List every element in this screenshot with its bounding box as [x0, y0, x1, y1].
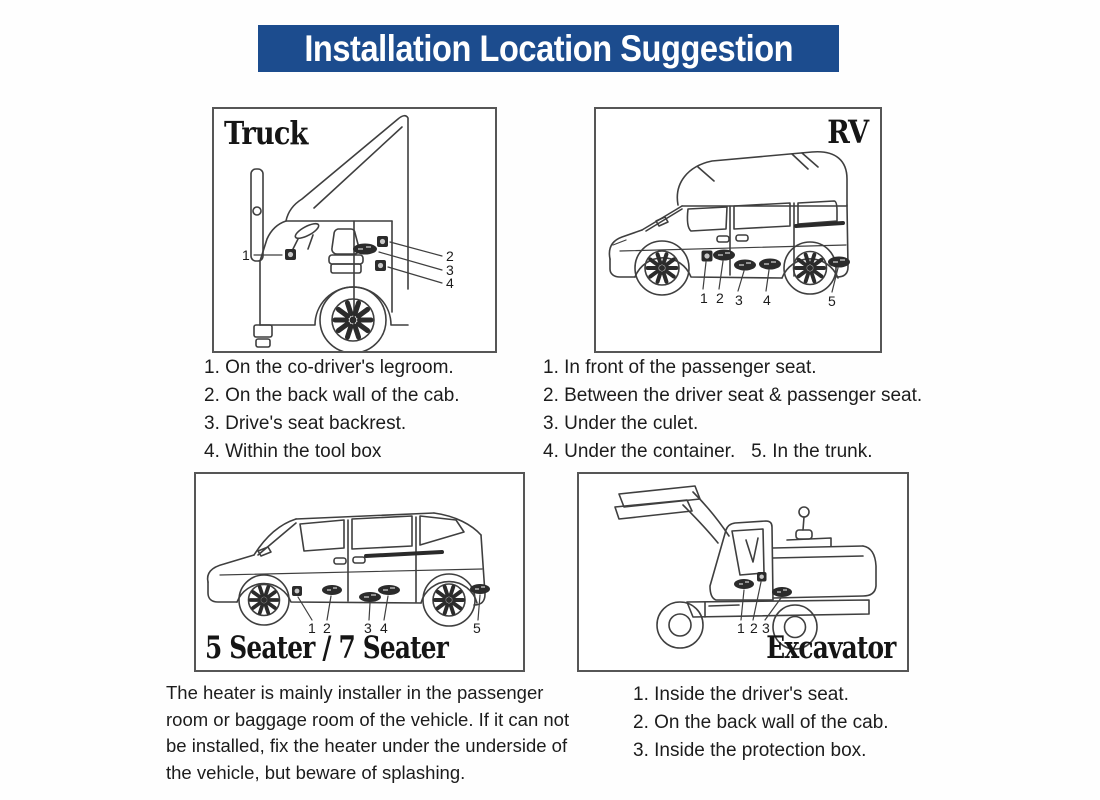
seater-panel-title: 5 Seater / 7 Seater: [205, 630, 449, 666]
marker-numbers: 1 2 3 4: [242, 247, 454, 291]
marker-number: 4: [446, 275, 454, 291]
marker-number: 1: [308, 620, 316, 636]
truck-note-line: 1. On the co-driver's legroom.: [204, 357, 454, 378]
heater-marker: [285, 236, 388, 271]
excavator-drawing: 1 2 3: [614, 485, 877, 650]
paragraph-line: room or baggage room of the vehicle. If …: [166, 708, 570, 730]
leader-lines: [702, 260, 839, 293]
rv-panel-title: RV: [826, 113, 869, 151]
marker-number: 2: [446, 248, 454, 264]
marker-number: 3: [762, 620, 770, 636]
marker-numbers: 1 2 3 4 5: [308, 620, 481, 636]
excavator-outline: [614, 485, 877, 618]
page-title: Installation Location Suggestion: [304, 27, 793, 69]
marker-numbers: 1 2 3: [737, 620, 770, 636]
truck-panel: 1 2 3 4 Truck: [212, 107, 497, 353]
excavator-note-line: 2. On the back wall of the cab.: [633, 712, 889, 733]
marker-number: 3: [364, 620, 372, 636]
leader-lines: [740, 581, 782, 621]
marker-number: 5: [473, 620, 481, 636]
heater-marker: [701, 249, 850, 271]
marker-number: 2: [323, 620, 331, 636]
heater-marker: [734, 572, 792, 597]
paragraph-line: be installed, fix the heater under the u…: [166, 735, 568, 756]
truck-notes: 1. On the co-driver's legroom. 2. On the…: [204, 354, 460, 466]
rv-note-line: 2. Between the driver seat & passenger s…: [543, 385, 923, 406]
truck-note-line: 2. On the back wall of the cab.: [204, 385, 460, 406]
marker-number: 4: [380, 620, 388, 636]
excavator-panel: 1 2 3 Excavator: [577, 472, 909, 672]
excavator-wheels: [656, 601, 818, 650]
marker-number: 1: [700, 290, 708, 306]
seater-drawing: 1 2 3 4 5: [206, 512, 490, 636]
paragraph-line: the vehicle, but beware of splashing.: [166, 761, 466, 783]
rv-note-line: 3. Under the culet.: [543, 413, 699, 434]
truck-drawing: 1 2 3 4: [242, 114, 454, 351]
truck-note-line: 3. Drive's seat backrest.: [204, 413, 407, 434]
rv-wheels: [634, 240, 837, 296]
seater-paragraph: The heater is mainly installer in the pa…: [166, 680, 569, 786]
seater-wheels: [238, 573, 476, 627]
marker-number: 2: [750, 620, 758, 636]
rv-notes: 1. In front of the passenger seat. 2. Be…: [543, 354, 922, 466]
paragraph-line: The heater is mainly installer in the pa…: [166, 682, 544, 703]
marker-numbers: 1 2 3 4 5: [700, 290, 836, 309]
seater-panel: 1 2 3 4 5 5 Seater / 7 Seater: [194, 472, 525, 672]
heater-marker: [292, 584, 490, 602]
marker-number: 3: [446, 262, 454, 278]
marker-number: 1: [242, 247, 250, 263]
excavator-notes: 1. Inside the driver's seat. 2. On the b…: [633, 681, 889, 765]
excavator-note-line: 1. Inside the driver's seat.: [633, 684, 849, 705]
truck-panel-title: Truck: [224, 114, 308, 152]
rv-note-line: 4. Under the container. 5. In the trunk.: [543, 441, 873, 462]
leader-lines: [297, 594, 481, 621]
truck-note-line: 4. Within the tool box: [204, 441, 382, 462]
rv-drawing: 1 2 3 4 5: [608, 151, 850, 309]
excavator-panel-title: Excavator: [765, 630, 896, 666]
excavator-note-line: 3. Inside the protection box.: [633, 740, 867, 761]
seater-outline: [206, 512, 486, 606]
leader-lines: [253, 241, 443, 284]
marker-number: 2: [716, 290, 724, 306]
marker-number: 4: [763, 292, 771, 308]
truck-wheel: [319, 286, 387, 351]
title-banner: Installation Location Suggestion: [258, 25, 839, 72]
rv-panel: 1 2 3 4 5 RV: [594, 107, 882, 353]
marker-number: 1: [737, 620, 745, 636]
rv-note-line: 1. In front of the passenger seat.: [543, 357, 817, 378]
marker-number: 3: [735, 292, 743, 308]
truck-outline: [250, 114, 409, 348]
marker-number: 5: [828, 293, 836, 309]
